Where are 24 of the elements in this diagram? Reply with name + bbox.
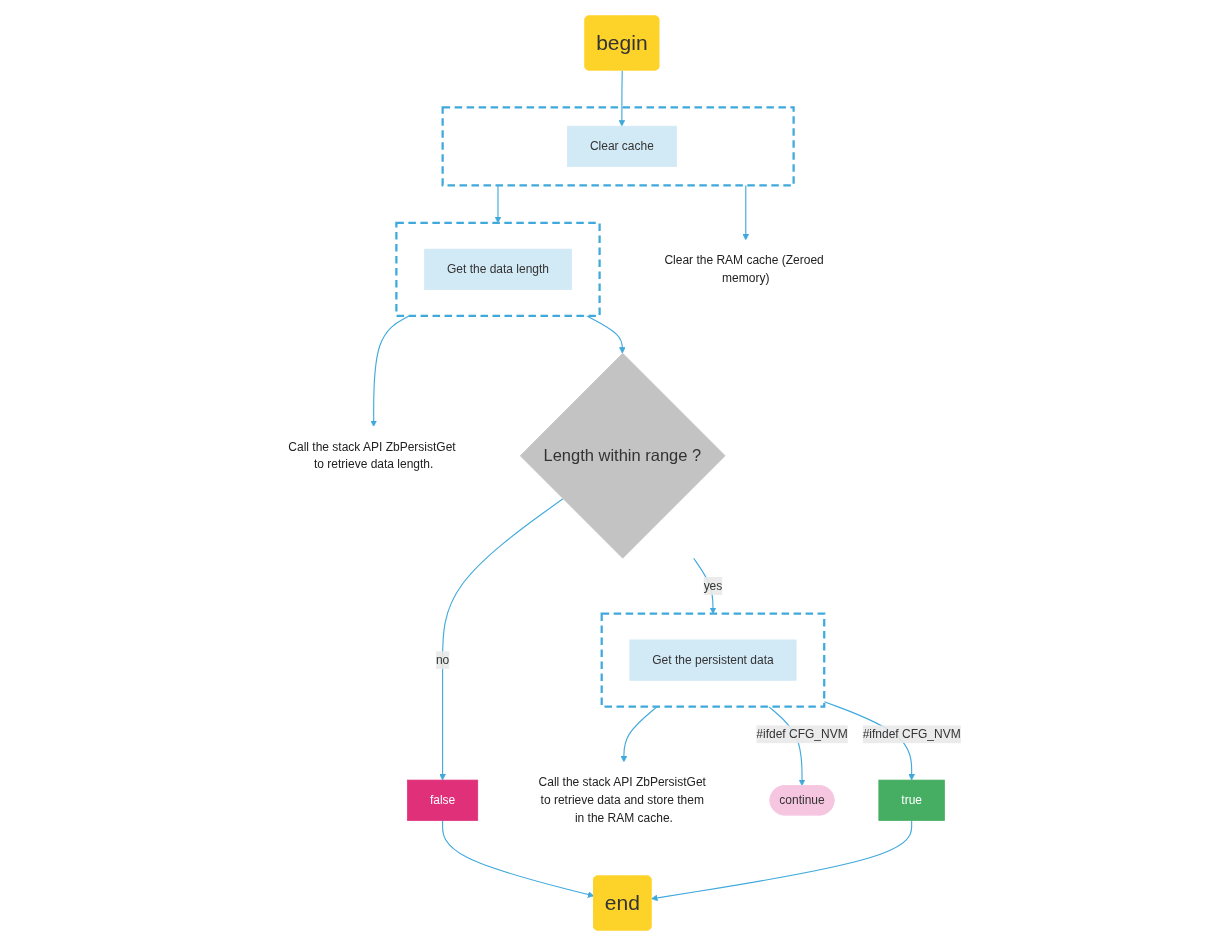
node-box: Get the persistent data: [629, 639, 797, 681]
edge-label: yes: [703, 579, 722, 592]
edge-label: #ifdef CFG_NVM: [756, 727, 848, 741]
arrow: [620, 706, 658, 763]
node-box: Clear cache: [566, 125, 677, 168]
cluster: [394, 221, 601, 317]
edge-label: #ifndef CFG_NVM: [862, 727, 961, 741]
node-diamond: Length within range ?: [519, 352, 726, 559]
node-box: true: [878, 779, 945, 821]
arrow: [618, 69, 625, 127]
node-text: Call the stack API ZbPersistGet to retrieve data and store them in the RAM cache.: [538, 775, 706, 825]
node-text: Clear the RAM cache (Zeroed memory): [664, 253, 824, 285]
arrow: [692, 557, 716, 614]
edge-label: no: [435, 653, 449, 667]
arrow: [438, 498, 564, 781]
cluster: [441, 106, 795, 187]
arrow: [370, 315, 410, 427]
node-text: Call the stack API ZbPersistGet to retrieve data length.: [288, 440, 456, 471]
node-box: Get the data length: [423, 248, 572, 290]
arrow: [742, 184, 749, 241]
node-box: false: [406, 779, 478, 821]
arrow: [441, 820, 594, 898]
arrow: [650, 820, 912, 902]
cluster: [600, 612, 826, 708]
